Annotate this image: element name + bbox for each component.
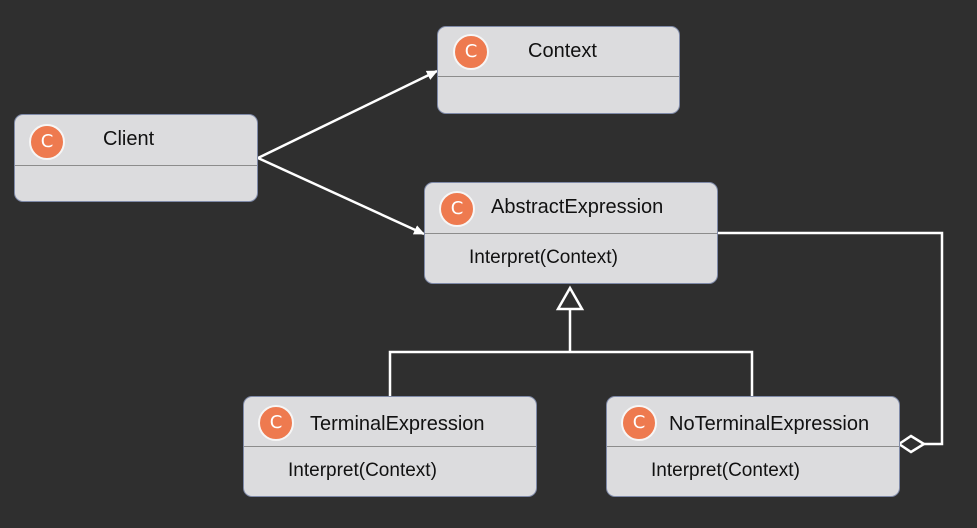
class-client[interactable]: C Client <box>14 114 258 202</box>
class-icon: C <box>621 405 657 441</box>
class-name: NoTerminalExpression <box>669 413 870 435</box>
class-no-terminal-expression[interactable]: C NoTerminalExpression Interpret(Context… <box>606 396 900 497</box>
class-header: C AbstractExpression <box>425 183 717 234</box>
class-abstract-expression[interactable]: C AbstractExpression Interpret(Context) <box>424 182 718 284</box>
class-icon: C <box>453 34 489 70</box>
class-context[interactable]: C Context <box>437 26 680 114</box>
aggregation-diamond <box>896 434 927 454</box>
class-header: C Context <box>438 27 679 77</box>
class-icon: C <box>439 191 475 227</box>
method-interpret: Interpret(Context) <box>288 460 437 481</box>
class-icon: C <box>29 124 65 160</box>
generalization-connector <box>388 350 754 396</box>
class-header: C Client <box>15 115 257 166</box>
class-name: TerminalExpression <box>310 413 485 435</box>
association-client-to-abstract-expression <box>257 156 425 236</box>
method-interpret: Interpret(Context) <box>469 247 618 268</box>
class-terminal-expression[interactable]: C TerminalExpression Interpret(Context) <box>243 396 537 497</box>
class-header: C NoTerminalExpression <box>607 397 899 447</box>
class-name: Client <box>103 128 155 150</box>
class-icon: C <box>258 405 294 441</box>
class-name: AbstractExpression <box>491 196 664 218</box>
inheritance-triangle <box>555 285 585 311</box>
aggregation-connector <box>717 231 944 446</box>
class-name: Context <box>528 40 597 62</box>
method-interpret: Interpret(Context) <box>651 460 800 481</box>
association-client-to-context <box>257 69 438 160</box>
class-header: C TerminalExpression <box>244 397 536 447</box>
